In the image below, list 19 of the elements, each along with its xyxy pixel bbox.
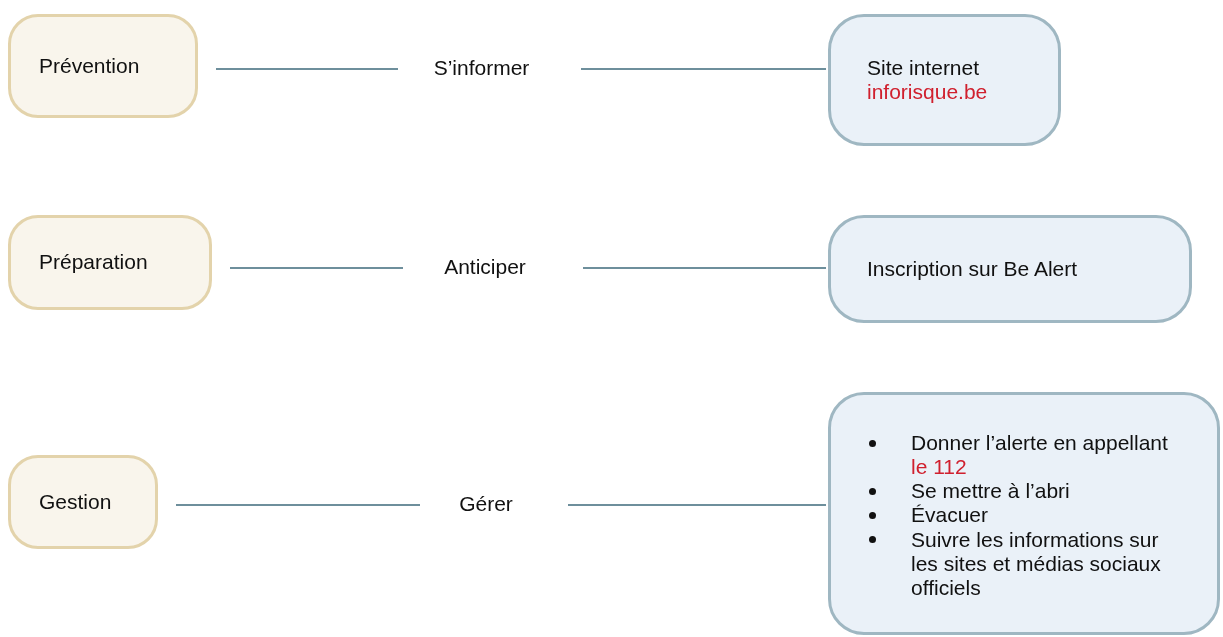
connector-label: S’informer [400, 49, 563, 87]
info-box: Site internet inforisque.be [828, 14, 1061, 146]
phase-box: Gestion [8, 455, 158, 549]
connector-line [215, 68, 399, 70]
phase-box: Préparation [8, 215, 212, 310]
connector-label: Anticiper [405, 248, 565, 286]
connector-line [582, 267, 827, 269]
connector-line [580, 68, 827, 70]
list-item-text: Donner l’alerte en appellant le 112 [911, 431, 1169, 480]
list-item-text: Suivre les informations sur les sites et médias sociaux officiels [911, 527, 1162, 600]
list-item-text: Se mettre à l’abri [911, 479, 1070, 504]
phase-box: Prévention [8, 14, 198, 118]
connector-line [175, 504, 421, 506]
connector-line [229, 267, 404, 269]
info-box [828, 392, 1220, 635]
connector-label: Gérer [422, 485, 550, 523]
info-box: Inscription sur Be Alert [828, 215, 1192, 323]
connector-line [567, 504, 827, 506]
list-item-text: Évacuer [911, 503, 989, 528]
